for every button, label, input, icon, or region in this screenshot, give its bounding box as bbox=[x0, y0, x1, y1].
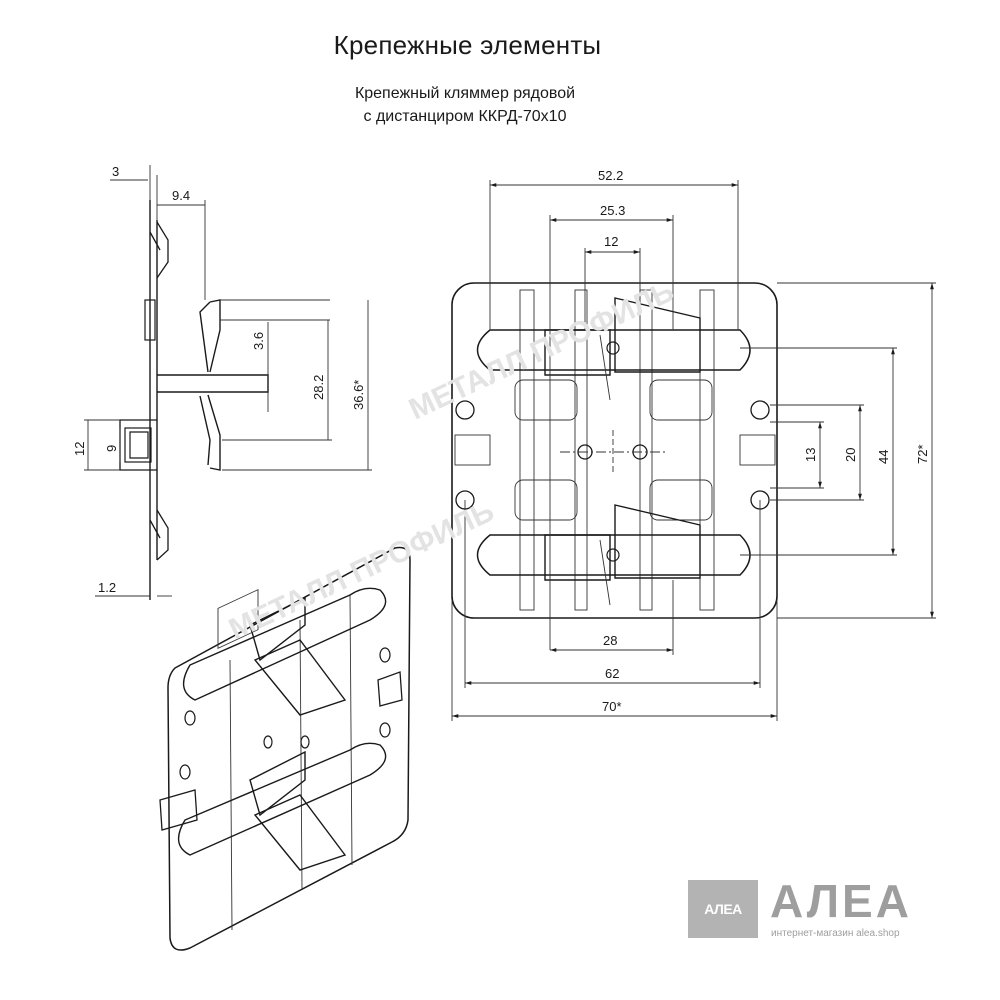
subtitle-line-1: Крепежный кляммер рядовой bbox=[354, 85, 576, 102]
dim-20: 20 bbox=[843, 448, 858, 462]
brand-tagline: интернет-магазин alea.shop bbox=[771, 928, 900, 939]
dim-28-2: 28.2 bbox=[311, 375, 326, 400]
top-view: 52.2 25.3 12 13 20 44 72* 28 bbox=[404, 168, 936, 721]
dim-36-6: 36.6* bbox=[351, 380, 366, 410]
dim-9: 9 bbox=[104, 445, 119, 452]
watermark-top-view: МЕТАЛЛ ПРОФИЛЬ bbox=[404, 275, 679, 427]
dim-44: 44 bbox=[876, 450, 891, 464]
subtitle-line-2: с дистанциром ККРД-70х10 bbox=[363, 108, 567, 125]
brand-logo-mark: АЛЕА bbox=[704, 901, 742, 917]
dim-52-2: 52.2 bbox=[598, 168, 623, 183]
dim-12-top: 12 bbox=[604, 234, 618, 249]
dim-3-6: 3.6 bbox=[251, 332, 266, 350]
page-title: Крепежные элементы bbox=[333, 30, 602, 60]
brand-name: АЛЕА bbox=[770, 875, 912, 927]
dim-1-2: 1.2 bbox=[98, 580, 116, 595]
dim-25-3: 25.3 bbox=[600, 203, 625, 218]
dim-12: 12 bbox=[72, 442, 87, 456]
dim-70: 70* bbox=[602, 699, 622, 714]
brand-logo: АЛЕА bbox=[688, 880, 758, 938]
page-subtitle: Крепежный кляммер рядовой с дистанциром … bbox=[285, 82, 645, 128]
isometric-view: МЕТАЛЛ ПРОФИЛЬ bbox=[159, 495, 499, 951]
dim-28: 28 bbox=[603, 633, 617, 648]
dim-62: 62 bbox=[605, 666, 619, 681]
dim-3: 3 bbox=[112, 164, 119, 179]
dim-9-4: 9.4 bbox=[172, 188, 190, 203]
dim-72: 72* bbox=[915, 444, 930, 464]
dim-13: 13 bbox=[803, 448, 818, 462]
side-view: 3 9.4 3.6 28.2 36.6* 12 9 1.2 bbox=[72, 164, 372, 600]
